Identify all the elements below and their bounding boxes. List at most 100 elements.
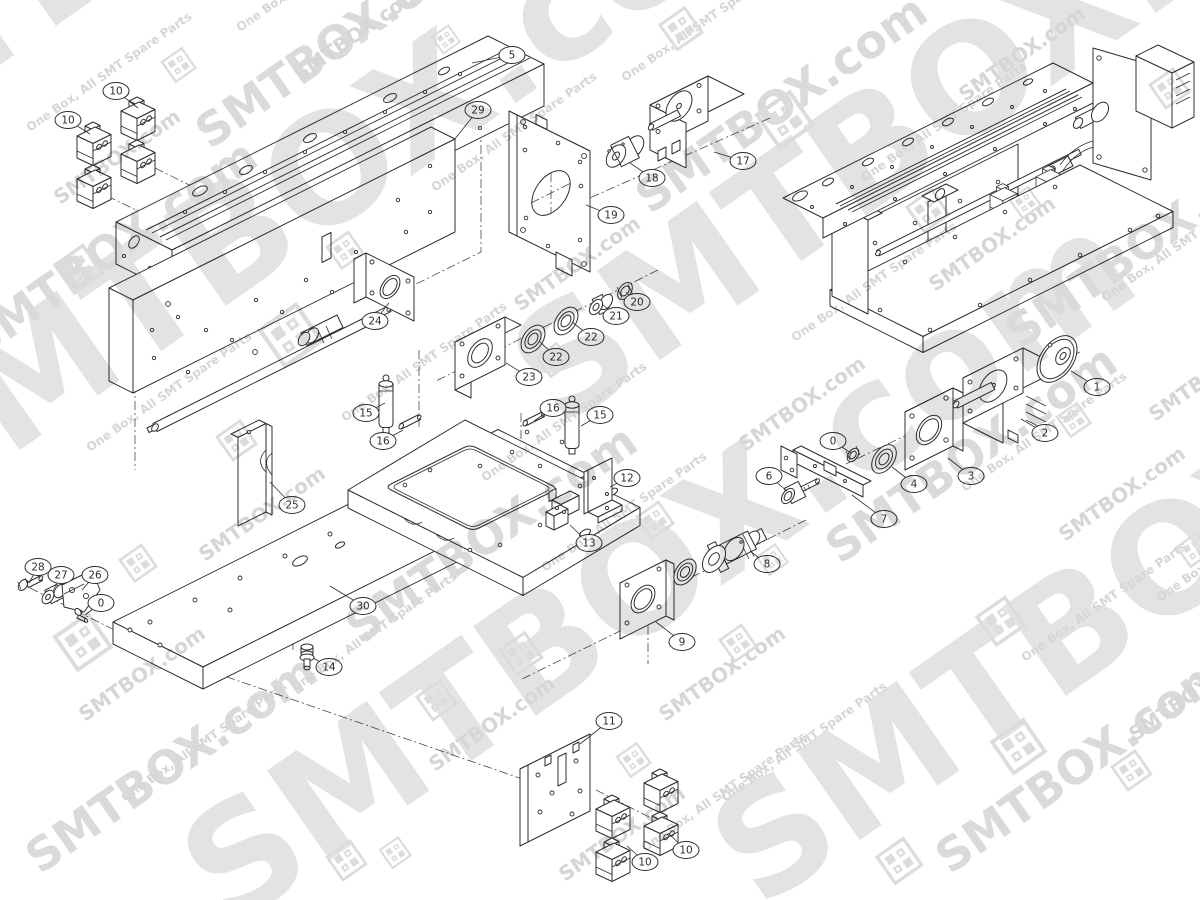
part-bearing-housing: [619, 558, 697, 640]
balloon-number: 13: [582, 538, 595, 550]
part-hex-nut: [845, 445, 861, 463]
assembled-axis-unit: [782, 44, 1195, 353]
balloon-number: 22: [549, 352, 562, 364]
balloon-number: 10: [109, 86, 122, 98]
callout-balloon: 21: [601, 303, 630, 325]
callout-balloon: 27: [47, 566, 75, 592]
balloon-number: 30: [356, 601, 369, 613]
balloon-number: 28: [31, 562, 44, 574]
balloon-number: 17: [736, 156, 749, 168]
balloon-number: 10: [61, 115, 74, 127]
callout-balloon: 4: [891, 466, 928, 493]
balloon-number: 26: [88, 570, 102, 582]
balloon-number: 23: [522, 372, 535, 384]
callout-balloon: 6: [755, 467, 788, 492]
callout-balloons: 5101029171819202122222324151616151213252…: [24, 46, 1111, 871]
callout-balloon: 0: [84, 594, 115, 616]
callout-balloon: 2: [1020, 418, 1059, 442]
callout-balloon: 7: [851, 494, 898, 528]
balloon-number: 22: [584, 332, 597, 344]
balloon-number: 15: [359, 408, 372, 420]
callout-balloon: 15: [580, 406, 614, 427]
part-shaft-coupler: [701, 528, 768, 573]
callout-balloon: 12: [609, 469, 641, 488]
balloon-number: 16: [376, 436, 390, 448]
balloon-number: 20: [630, 297, 643, 309]
callout-balloon: 29: [453, 101, 492, 141]
balloon-number: 21: [609, 311, 622, 323]
callout-balloon: 17: [713, 151, 757, 170]
callout-balloon: 22: [571, 321, 605, 346]
callout-balloon: 16: [369, 429, 404, 450]
callout-balloon: 28: [24, 558, 52, 584]
callout-balloon: 9: [655, 621, 696, 651]
callout-balloon: 23: [505, 362, 543, 386]
balloon-number: 6: [766, 471, 773, 483]
balloon-number: 24: [368, 316, 382, 328]
balloon-number: 3: [968, 471, 975, 483]
balloon-number: 15: [593, 410, 606, 422]
balloon-number: 9: [679, 637, 686, 649]
callout-balloon: 14: [312, 657, 343, 676]
callout-balloon: 10: [626, 845, 659, 871]
part-bearings: [520, 281, 634, 354]
callout-balloon: 1: [1070, 370, 1111, 396]
part-bearing-flange: [353, 252, 415, 322]
balloon-number: 1: [1094, 382, 1101, 394]
part-pulley: [1036, 335, 1078, 383]
part-arm: [780, 445, 872, 498]
callout-balloon: 13: [569, 524, 603, 552]
balloon-number: 27: [54, 570, 67, 582]
part-motor-bracket: [904, 387, 964, 471]
balloon-number: 11: [602, 716, 615, 728]
balloon-number: 10: [638, 857, 651, 869]
part-sensor: [545, 488, 580, 531]
part-guide-blocks-upper: [76, 96, 156, 209]
part-side-plate: [108, 126, 456, 394]
balloon-number: 0: [830, 436, 837, 448]
callout-balloon: 24: [361, 302, 390, 330]
callout-balloon: 3: [947, 457, 985, 485]
balloon-number: 12: [620, 473, 633, 485]
part-shoulder-screw: [299, 643, 315, 671]
balloon-number: 0: [98, 598, 105, 610]
balloon-number: 2: [1042, 428, 1049, 440]
part-knob: [780, 478, 820, 505]
callout-balloon: 20: [623, 291, 651, 311]
part-bearing-y: [871, 444, 897, 474]
callout-balloon: 15: [352, 402, 386, 422]
balloon-number: 19: [604, 210, 617, 222]
callout-balloon: 18: [629, 162, 666, 187]
part-motor-plate: [508, 110, 591, 277]
part-sensor-bracket: [583, 457, 623, 524]
callout-balloon: 8: [749, 550, 781, 573]
balloon-number: 5: [509, 50, 516, 62]
part-motor-x: [647, 75, 745, 169]
balloon-number: 29: [471, 105, 484, 117]
balloon-number: 10: [679, 845, 692, 857]
callout-balloon: 16: [533, 399, 567, 422]
callout-balloon: 25: [269, 481, 306, 514]
callout-balloon: 10: [667, 832, 700, 859]
callout-balloon: 5: [471, 46, 526, 64]
callout-balloon: 26: [81, 566, 109, 591]
balloon-number: 4: [911, 479, 918, 491]
balloon-number: 18: [645, 173, 658, 185]
callout-balloon: 10: [102, 82, 139, 109]
callout-balloon: 0: [819, 432, 852, 454]
callout-balloon: 11: [579, 712, 623, 745]
balloon-number: 7: [881, 514, 888, 526]
balloon-number: 8: [764, 559, 771, 571]
balloon-number: 14: [322, 662, 336, 674]
callout-balloon: 30: [329, 585, 377, 615]
part-lower-plate: [519, 733, 591, 847]
callout-balloon: 10: [54, 111, 91, 135]
part-coupling: [605, 135, 645, 168]
part-carriage-plate: [347, 419, 641, 596]
balloon-number: 25: [285, 500, 298, 512]
balloon-number: 16: [546, 403, 560, 415]
callout-balloon: 19: [585, 204, 625, 224]
part-bearing-block: [454, 316, 522, 399]
